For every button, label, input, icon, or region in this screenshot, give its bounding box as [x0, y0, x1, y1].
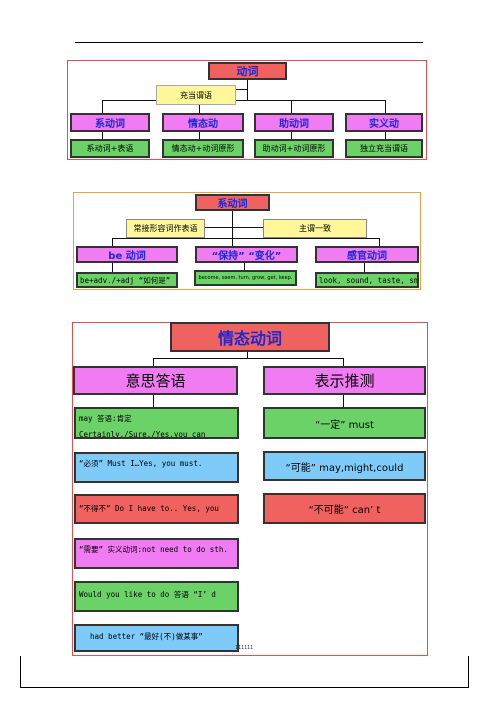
modal-item-would-like: Would you like to do 答语 “I’ d like — [74, 581, 239, 612]
category-node-auxiliary-verb: 助动词 — [254, 113, 334, 132]
category-node-sense-verb: 感官动词 — [315, 246, 419, 263]
verb-diagram-panel — [67, 60, 427, 160]
linking-verb-diagram-panel — [73, 192, 421, 290]
inference-item-must: “一定” must — [263, 407, 426, 439]
category-node-keep-change: “保持” “变化” — [195, 246, 298, 263]
category-node-modal-verb: 情态动 — [162, 113, 244, 132]
linking-verb-root-node: 系动词 — [195, 194, 270, 211]
verb-root-node: 动词 — [208, 62, 287, 80]
desc-node-notional-verb: 独立充当谓语 — [345, 139, 423, 158]
inference-item-may: “可能” may,might,could — [263, 451, 426, 481]
modal-item-may: may 答语:肯定 Certainly./Sure./Yes,you can — [74, 407, 239, 439]
predicate-note-node: 充当谓语 — [156, 85, 236, 105]
modal-item-need: “需要” 实义动词:not need to do sth. — [74, 538, 239, 569]
modal-item-have-to: “不得不” Do I have to.. Yes, you — [74, 494, 239, 524]
subject-verb-agreement-note-node: 主谓一致 — [263, 219, 367, 238]
inference-header-node: 表示推测 — [263, 366, 426, 395]
category-node-linking-verb: 系动词 — [70, 113, 150, 132]
desc-node-sense-verb: look, sound, taste, smel — [315, 272, 419, 288]
header-rule — [75, 42, 423, 43]
page-frame — [20, 656, 469, 688]
category-node-be-verb: be 动词 — [76, 246, 178, 263]
desc-node-keep-change: become, seem, turn, grow, get, keep. — [194, 270, 297, 286]
desc-node-auxiliary-verb: 助动词+动词原形 — [254, 139, 334, 158]
modal-item-must: “必须” Must I…Yes, you must. — [74, 452, 239, 483]
modal-item-had-better: had better “最好(不)做某事” — [74, 624, 239, 652]
meaning-answer-header-node: 意思答语 — [73, 366, 238, 395]
desc-node-modal-verb: 情态动+动词原形 — [162, 139, 244, 158]
footer-marks: 111111 — [235, 645, 254, 651]
category-node-notional-verb: 实义动 — [345, 113, 423, 132]
desc-node-linking-verb: 系动词+表语 — [70, 139, 150, 158]
modal-verb-root-node: 情态动词 — [170, 322, 330, 352]
inference-item-cannot: “不可能” can’ t — [263, 493, 426, 524]
desc-node-be-verb: be+adv./+adj “如何是” — [76, 272, 178, 288]
adjective-predicative-note-node: 常接形容词作表语 — [126, 219, 205, 238]
